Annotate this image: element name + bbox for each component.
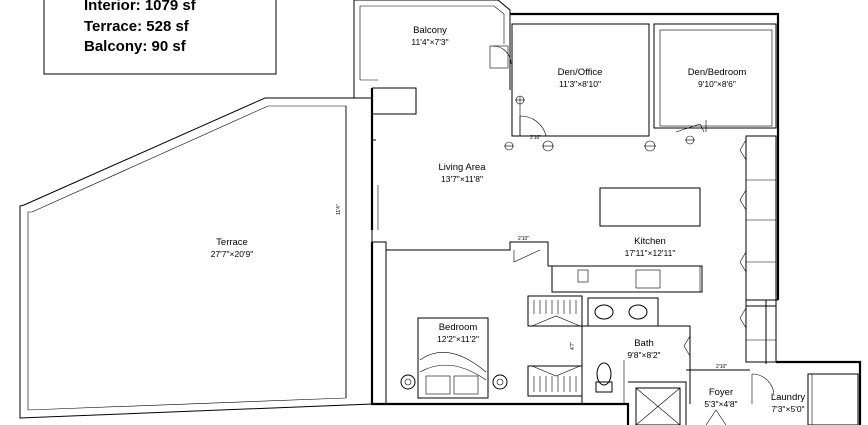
nightstand-lamp-icon — [492, 374, 508, 390]
den-office-room: 2'10" — [511, 23, 650, 141]
den-bedroom-dim: 9'10"×8'6" — [698, 79, 736, 89]
light-fixture-icon — [515, 95, 525, 105]
area-summary-box: Interior: 1079 sf Terrace: 528 sf Balcon… — [43, 0, 277, 75]
bedroom-name: Bedroom — [439, 322, 478, 333]
balcony-area-label: Balcony: 90 sf — [84, 38, 187, 55]
toilet-icon — [595, 362, 613, 393]
light-fixture-icon — [685, 135, 695, 145]
terrace-dim: 27'7"×20'9" — [211, 249, 254, 259]
den-bedroom-name: Den/Bedroom — [688, 67, 747, 78]
terrace-area-label: Terrace: 528 sf — [84, 18, 190, 35]
living-area-name: Living Area — [438, 162, 486, 173]
living-area-details: 11'4" — [336, 106, 379, 398]
light-fixture-icon — [504, 141, 514, 151]
laundry-dim: 7'3"×5'0" — [771, 404, 804, 414]
terrace-outline — [19, 97, 373, 419]
bath-side-dim: 4'7" — [570, 341, 576, 350]
sink-icon — [628, 304, 648, 320]
balcony-name: Balcony — [413, 25, 447, 36]
closets: 4'7" — [527, 295, 583, 404]
interior-area-label: Interior: 1079 sf — [84, 0, 197, 14]
bed-icon — [417, 317, 489, 399]
den-office-dim: 11'3"×8'10" — [559, 79, 601, 89]
kitchen-island — [599, 187, 701, 227]
room-labels: Balcony 11'4"×7'3" Den/Office 11'3"×8'10… — [211, 25, 806, 414]
sink-icon — [594, 304, 614, 320]
pillow-icon — [425, 375, 451, 395]
laundry-room — [751, 373, 859, 425]
kitchen-counter — [551, 265, 703, 293]
pillow-icon — [453, 375, 479, 395]
balcony-dim: 11'4"×7'3" — [411, 37, 448, 47]
nightstand-lamp-icon — [400, 374, 416, 390]
side-dimension: 11'4" — [336, 204, 342, 215]
foyer-name: Foyer — [709, 387, 733, 398]
foyer-door-dim: 2'10" — [716, 364, 727, 370]
light-fixture-icon — [644, 140, 656, 152]
shower-icon — [635, 387, 681, 425]
foyer-dim: 5'3"×4'8" — [704, 399, 737, 409]
closet-upper — [527, 295, 583, 327]
bedroom-room: 2'10" — [372, 236, 552, 404]
living-area-dim: 13'7"×11'8" — [441, 174, 483, 184]
bath-dim: 9'8"×8'2" — [627, 350, 660, 360]
closet-lower — [527, 365, 583, 397]
balcony-outline — [353, 0, 512, 98]
terrace-name: Terrace — [216, 237, 248, 248]
washer-dryer-icon — [807, 373, 859, 425]
light-fixture-icon — [542, 140, 554, 152]
den-door-dim: 2'10" — [530, 135, 541, 141]
ceiling-fixtures — [504, 95, 695, 152]
foyer-room: 2'10" — [635, 364, 727, 425]
den-office-name: Den/Office — [558, 67, 603, 78]
bedroom-door-dim: 2'10" — [518, 236, 529, 242]
wall-cabinets — [745, 135, 777, 307]
bath-name: Bath — [634, 338, 654, 349]
kitchen-fixtures — [551, 135, 777, 363]
kitchen-name: Kitchen — [634, 236, 666, 247]
kitchen-dim: 17'11"×12'11" — [625, 248, 676, 258]
exterior-walls — [370, 12, 862, 425]
laundry-name: Laundry — [771, 392, 806, 403]
bedroom-dim: 12'2"×11'2" — [437, 334, 479, 344]
bath-room — [582, 297, 691, 404]
den-bedroom-room — [653, 23, 777, 133]
